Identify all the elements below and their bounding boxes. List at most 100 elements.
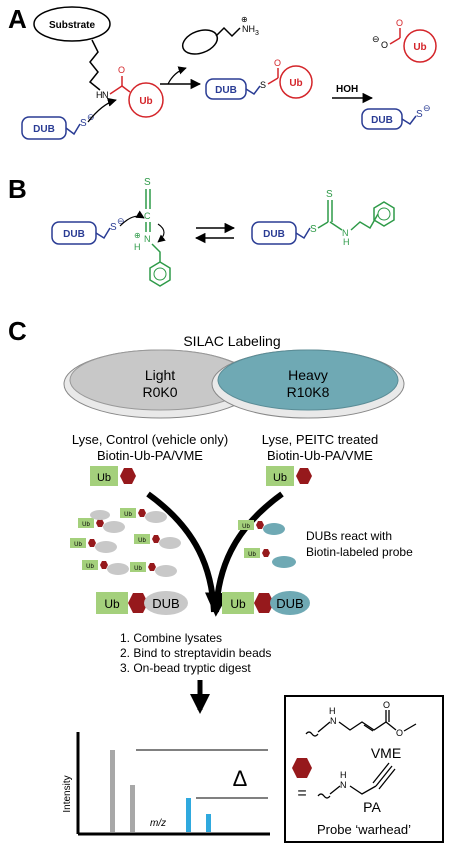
light-complex: Ub [134, 534, 181, 549]
thioester-bond [267, 77, 279, 85]
peitc-n-plus: ⊕ [134, 231, 141, 240]
pa-label: PA [363, 799, 381, 815]
released-substrate [181, 29, 219, 55]
legend-equals: = [297, 785, 306, 802]
probe-ub-right-label: Ub [273, 472, 287, 484]
step-3: 3. On-bead tryptic digest [120, 661, 251, 675]
thiolate-s-3: S [416, 109, 423, 120]
mass-spectrum: Intensity m/z Δ [62, 732, 270, 836]
vme-methyl [403, 723, 417, 732]
svg-text:Ub: Ub [124, 512, 132, 518]
complex-dub-right-label: DUB [276, 596, 303, 611]
react-text-2: Biotin-labeled probe [306, 545, 413, 559]
heavy-dish [217, 349, 399, 411]
nh3-plus: ⊕ [241, 15, 248, 24]
free-heavy-dub [272, 556, 296, 568]
light-complex: Ub [120, 508, 167, 523]
ub-label-3: Ub [413, 42, 426, 53]
amide-nh-h: H [96, 90, 103, 100]
carbonyl-o: O [118, 65, 125, 75]
dub-linker-3 [401, 115, 417, 126]
thiolate-minus-3: ⊖ [423, 103, 431, 113]
heavy-dub-cluster: Ub Ub [238, 520, 296, 568]
complex-warhead-left [128, 593, 148, 613]
right-condition-1: Lyse, PEITC treated [262, 432, 379, 447]
panel-b: B DUB S ⊖ S C ⊕ N H DUB S S N H [8, 174, 395, 287]
attack-arrow-b [119, 210, 145, 227]
product-n: N [342, 228, 349, 238]
ms-x-label: m/z [150, 818, 166, 829]
probe-ub-left [90, 466, 118, 486]
light-complex: Ub [130, 562, 177, 577]
panel-c: C SILAC Labeling Light R0K0 Heavy R10K8 … [8, 316, 444, 843]
vme-label: VME [371, 745, 401, 761]
svg-text:Ub: Ub [74, 542, 82, 548]
light-dub-cluster: Ub Ub Ub Ub [70, 508, 181, 577]
complex-dub-left [144, 591, 188, 615]
light-complex: Ub [70, 538, 117, 553]
hoh-label: HOH [336, 84, 358, 95]
complex-ub-right-label: Ub [230, 597, 246, 611]
pa-squiggle [317, 793, 331, 799]
heavy-complex: Ub [244, 548, 270, 558]
peitc-c: C [144, 211, 151, 221]
thiolate-s-b: S [110, 222, 117, 233]
ub-label-2: Ub [289, 78, 302, 89]
heavy-labeled-complex: Ub DUB [222, 591, 310, 615]
product-chain [350, 213, 379, 231]
react-text-1: DUBs react with [306, 529, 392, 543]
ms-y-label: Intensity [62, 775, 73, 812]
thiolate-minus-b: ⊖ [117, 216, 125, 226]
light-code: R0K0 [142, 384, 177, 400]
vme-ester-bond [385, 721, 397, 731]
complex-ub-left-label: Ub [104, 597, 120, 611]
release-arrow [167, 66, 187, 85]
benzene-ring-2 [373, 201, 395, 227]
vme-o: O [396, 728, 403, 738]
light-peak-2 [130, 785, 135, 832]
probe-warhead-left [120, 468, 136, 484]
thiolate-s-1: S [80, 118, 87, 129]
dub-linker-b1 [95, 227, 111, 240]
amide-bond [109, 85, 123, 95]
substrate-oval [33, 6, 111, 42]
carboxylate-o2: O [396, 18, 403, 28]
complex-dub-left-label: DUB [152, 596, 179, 611]
carboxylate-bond [389, 37, 401, 45]
pa-n: N [340, 780, 347, 790]
probe-ub-left-label: Ub [97, 472, 111, 484]
pa-h: H [340, 770, 347, 780]
electron-push-arrow [157, 223, 166, 243]
pa-bond-1 [329, 785, 341, 795]
svg-text:Ub: Ub [82, 522, 90, 528]
peitc-s: S [144, 177, 151, 188]
svg-text:Ub: Ub [138, 538, 146, 544]
ub-circle-3 [403, 29, 437, 63]
vme-chain [338, 721, 387, 731]
probe-ub-right [266, 466, 294, 486]
light-peak-1 [110, 750, 115, 832]
pa-alkyne-2 [378, 768, 396, 790]
svg-text:Ub: Ub [86, 564, 94, 570]
benzene-aromatic-1 [153, 267, 167, 281]
benzene-aromatic-2 [377, 207, 391, 221]
heavy-code: R10K8 [287, 384, 330, 400]
step-2: 2. Bind to streptavidin beads [120, 646, 271, 660]
pa-alkyne-3 [372, 762, 390, 784]
vme-o-top: O [383, 700, 390, 710]
vme-double-bond [363, 724, 374, 732]
svg-text:Ub: Ub [134, 566, 142, 572]
complex-ub-left [96, 592, 128, 614]
complex-ub-right [222, 592, 254, 614]
attack-arrow [87, 97, 117, 123]
svg-text:Ub: Ub [242, 524, 250, 530]
left-condition-2: Biotin-Ub-PA/VME [97, 448, 203, 463]
right-condition-2: Biotin-Ub-PA/VME [267, 448, 373, 463]
panel-b-label: B [8, 174, 27, 204]
dub-box-1 [21, 116, 67, 140]
product-n-h: H [343, 237, 350, 247]
light-labeled-complex: Ub DUB [96, 591, 188, 615]
light-complex: Ub [78, 518, 125, 533]
dub-linker-2 [245, 85, 261, 96]
